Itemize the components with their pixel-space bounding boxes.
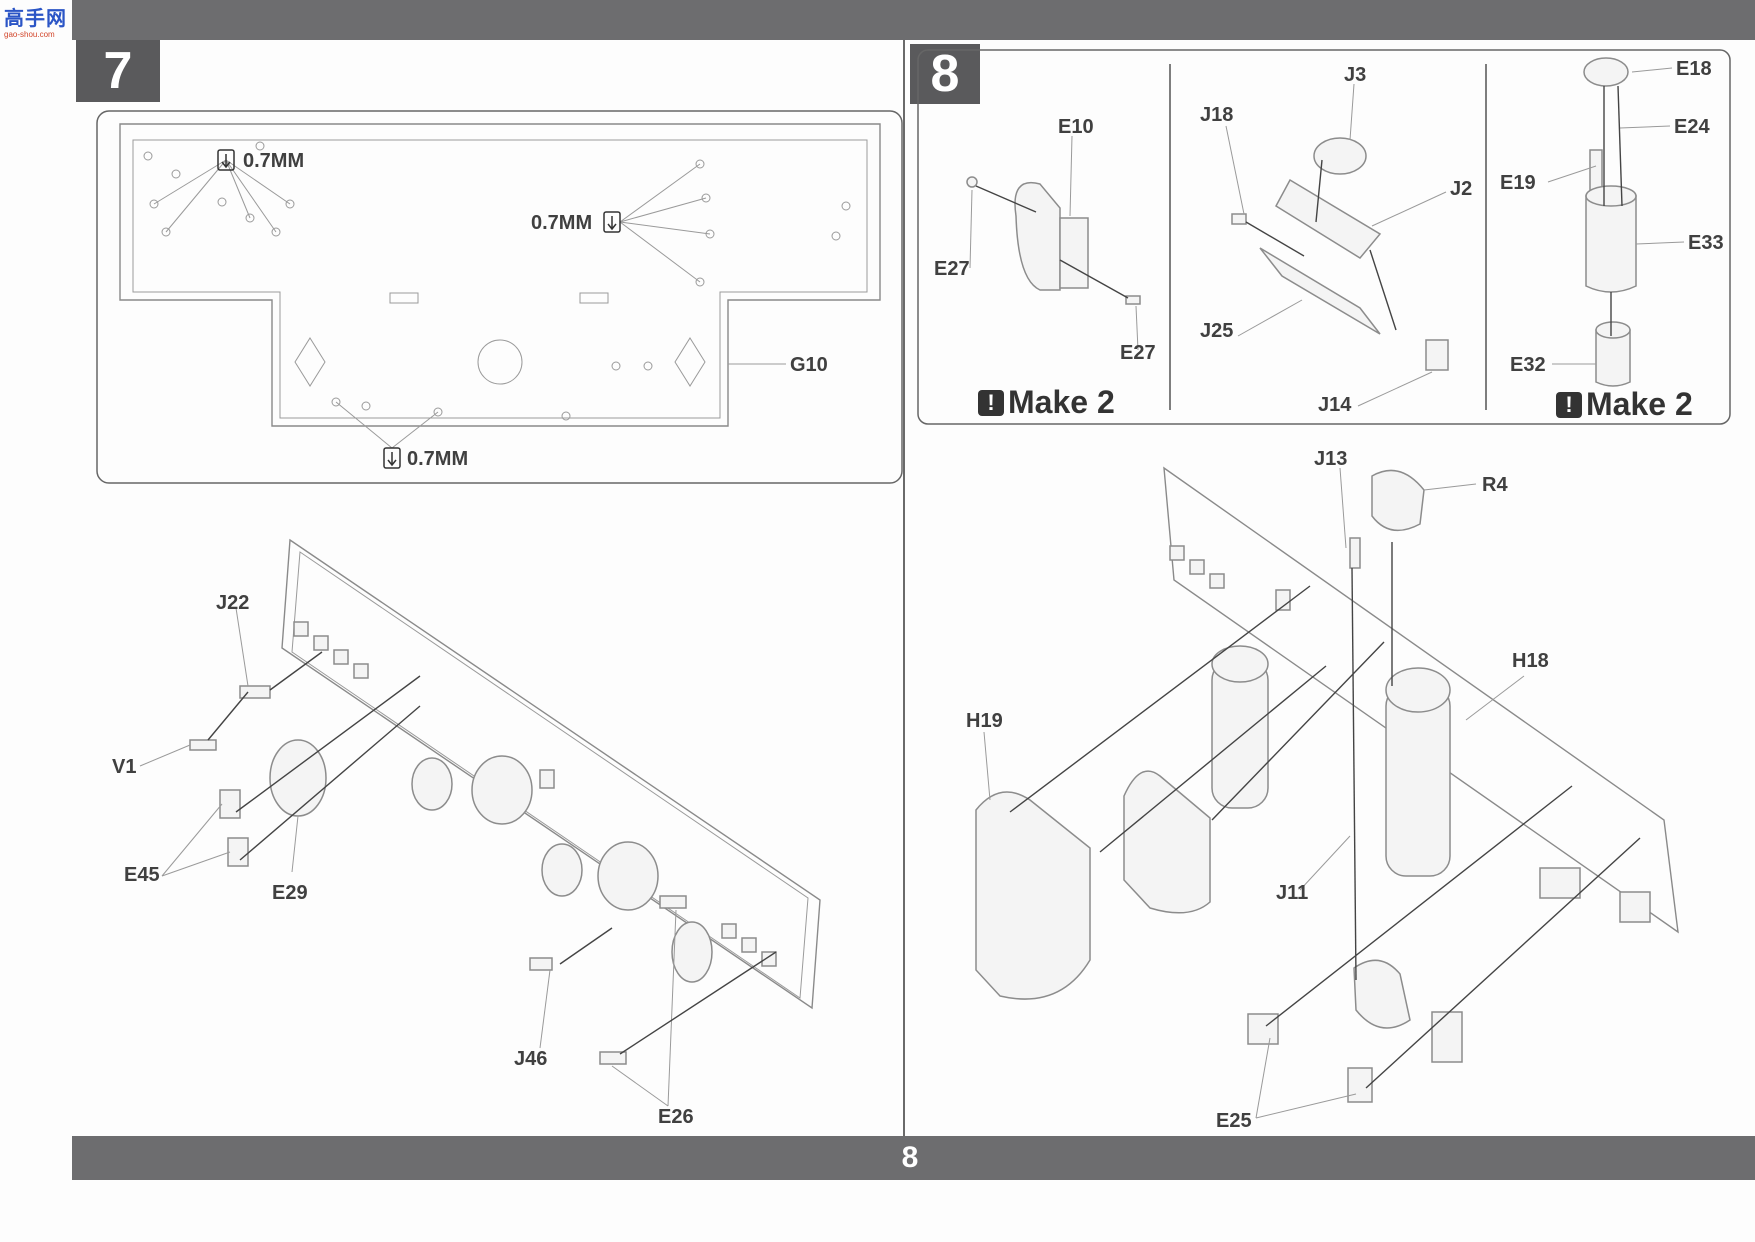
- part-label-j25: J25: [1200, 320, 1234, 342]
- drill-label-1: 0.7MM: [243, 150, 305, 172]
- logo-subtext: gao-shou.com: [4, 30, 55, 39]
- part-label-e19: E19: [1500, 172, 1536, 194]
- logo-text: 高手网: [4, 8, 67, 30]
- page-number: 8: [901, 1141, 919, 1174]
- part-label-h19: H19: [966, 710, 1003, 732]
- g10-plate: [119, 123, 881, 427]
- part-label-j3: J3: [1344, 64, 1367, 86]
- part-label-e18: E18: [1676, 58, 1712, 80]
- warning-icon: !: [978, 389, 1004, 416]
- part-label-e10: E10: [1058, 116, 1094, 138]
- step-8-subframe: [917, 49, 1731, 425]
- part-label-e26: E26: [658, 1106, 694, 1128]
- hull-side-plate: [281, 538, 821, 1010]
- make-2-text-a: Make 2: [1008, 384, 1115, 420]
- part-label-e32: E32: [1510, 354, 1546, 376]
- part-label-j11: J11: [1276, 882, 1309, 904]
- top-band: [72, 0, 1755, 40]
- part-label-j22: J22: [216, 592, 250, 614]
- part-label-e24: E24: [1674, 116, 1710, 138]
- part-label-g10: G10: [790, 354, 828, 376]
- part-label-j13: J13: [1314, 448, 1348, 470]
- step-7-number: 7: [76, 40, 160, 102]
- make-2-text-c: Make 2: [1586, 386, 1693, 422]
- site-logo: 高手网 gao-shou.com: [4, 8, 68, 40]
- part-label-v1: V1: [112, 756, 137, 778]
- center-divider: [903, 40, 905, 1136]
- make-2-note-c: ! Make 2: [1556, 386, 1693, 423]
- part-label-j46: J46: [514, 1048, 548, 1070]
- part-label-e33: E33: [1688, 232, 1724, 254]
- part-label-e25: E25: [1216, 1110, 1252, 1132]
- step-7-frame: [96, 110, 903, 484]
- make-2-note-a: ! Make 2: [978, 384, 1115, 421]
- part-label-j14: J14: [1318, 394, 1352, 416]
- warning-icon: !: [1556, 391, 1582, 418]
- part-label-e27-bottom: E27: [1120, 342, 1156, 364]
- drill-icon-1: [217, 149, 235, 171]
- part-label-h18: H18: [1512, 650, 1549, 672]
- step-8-hull-plate: [1163, 466, 1679, 934]
- drill-label-3: 0.7MM: [407, 448, 469, 470]
- drill-icon-2: [603, 211, 621, 233]
- part-label-e29: E29: [272, 882, 308, 904]
- part-label-e27-top: E27: [934, 258, 970, 280]
- part-label-j18: J18: [1200, 104, 1234, 126]
- part-label-j2: J2: [1450, 178, 1473, 200]
- part-label-e45: E45: [124, 864, 160, 886]
- part-label-r4: R4: [1482, 474, 1508, 496]
- bottom-band: [72, 1136, 1755, 1180]
- drill-icon-3: [383, 447, 401, 469]
- drill-label-2: 0.7MM: [531, 212, 593, 234]
- step-8-number: 8: [910, 44, 980, 104]
